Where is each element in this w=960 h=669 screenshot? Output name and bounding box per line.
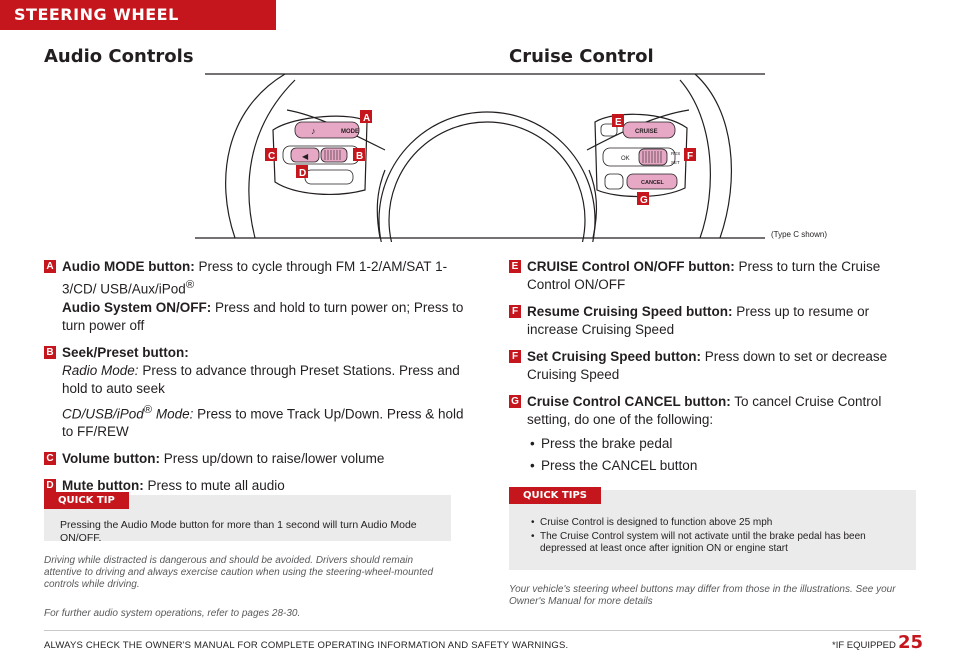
quick-tips-label: QUICK TIPS bbox=[509, 487, 601, 504]
radio-mode-text: Press to advance through Preset Stations… bbox=[62, 362, 460, 396]
audio-controls-title: Audio Controls bbox=[44, 46, 194, 67]
cruise-onoff-text: Press to turn the Cruise Control ON/OFF bbox=[527, 259, 881, 292]
cruise-item-g: G Cruise Control CANCEL button: To cance… bbox=[509, 393, 909, 475]
cruise-onoff-title: CRUISE Control ON/OFF button: bbox=[527, 259, 735, 274]
footer-divider bbox=[44, 630, 920, 631]
cd-mode-suffix: Mode: bbox=[152, 406, 194, 421]
audio-onoff-title: Audio System ON/OFF: bbox=[62, 299, 212, 315]
cd-mode-text: Press to move Track Up/Down. Press & hol… bbox=[62, 406, 464, 439]
list-item: Press the CANCEL button bbox=[527, 457, 909, 475]
if-equipped-note: *IF EQUIPPED bbox=[832, 640, 896, 651]
volume-title: Volume button: bbox=[62, 451, 160, 466]
cruise-item-f-resume: F Resume Cruising Speed button: Press up… bbox=[509, 303, 909, 339]
audio-item-a: A Audio MODE button: Press to cycle thro… bbox=[44, 258, 464, 335]
badge-g: G bbox=[509, 395, 521, 408]
seek-preset-title: Seek/Preset button: bbox=[62, 344, 189, 360]
registered-mark-2: ® bbox=[143, 403, 153, 416]
set-speed-title: Set Cruising Speed button: bbox=[527, 349, 701, 364]
quick-tip-label: QUICK TIP bbox=[44, 492, 129, 509]
cancel-title: Cruise Control CANCEL button: bbox=[527, 394, 731, 409]
ok-button-label: OK bbox=[621, 156, 630, 162]
badge-d: D bbox=[44, 479, 56, 492]
audio-mode-title: Audio MODE button: bbox=[62, 259, 195, 274]
cruise-item-f-set: F Set Cruising Speed button: Press down … bbox=[509, 348, 909, 384]
quick-tips-list: Cruise Control is designed to function a… bbox=[531, 517, 906, 557]
badge-f-set: F bbox=[509, 350, 521, 363]
quick-tip-box: QUICK TIP Pressing the Audio Mode button… bbox=[44, 492, 451, 544]
res-label: RES bbox=[671, 151, 680, 156]
page-number: 25 bbox=[898, 632, 924, 653]
callout-f: F bbox=[687, 151, 693, 162]
list-item: Press the brake pedal bbox=[527, 435, 909, 453]
audio-item-d: D Mute button: Press to mute all audio bbox=[44, 477, 464, 495]
mute-text: Press to mute all audio bbox=[147, 478, 285, 493]
cancel-text: To cancel Cruise Control setting, do one… bbox=[527, 394, 882, 427]
section-header-tab: STEERING WHEEL CONTROLS bbox=[0, 0, 276, 54]
badge-b: B bbox=[44, 345, 56, 359]
cruise-item-e: E CRUISE Control ON/OFF button: Press to… bbox=[509, 258, 909, 294]
badge-a: A bbox=[44, 260, 56, 273]
mute-title: Mute button: bbox=[62, 478, 144, 493]
callout-g: G bbox=[640, 195, 648, 206]
audio-reference-note: For further audio system operations, ref… bbox=[44, 608, 301, 619]
set-speed-text: Press down to set or decrease Cruising S… bbox=[527, 349, 888, 382]
type-shown-note: (Type C shown) bbox=[771, 230, 828, 239]
footer-warning: ALWAYS CHECK THE OWNER'S MANUAL FOR COMP… bbox=[44, 640, 569, 651]
mode-button-label: MODE bbox=[341, 129, 359, 135]
mute-speaker-icon: ◀ bbox=[302, 152, 309, 161]
callout-e: E bbox=[615, 117, 622, 128]
registered-mark: ® bbox=[185, 279, 195, 291]
audio-item-b: B Seek/Preset button: Radio Mode: Press … bbox=[44, 344, 464, 442]
quick-tip-text: Pressing the Audio Mode button for more … bbox=[60, 519, 417, 544]
callout-a: A bbox=[363, 113, 370, 124]
audio-controls-list: A Audio MODE button: Press to cycle thro… bbox=[44, 258, 464, 504]
callout-b: B bbox=[356, 151, 363, 162]
callout-c: C bbox=[268, 151, 275, 162]
badge-c: C bbox=[44, 452, 56, 465]
cruise-controls-list: E CRUISE Control ON/OFF button: Press to… bbox=[509, 258, 909, 484]
badge-e: E bbox=[509, 260, 521, 273]
cancel-button-label: CANCEL bbox=[641, 180, 665, 186]
cruise-control-title: Cruise Control bbox=[509, 46, 654, 67]
steering-wheel-illustration: MODE ♪ ◀ CRUISE OK RES SET CANCEL A B C … bbox=[195, 73, 765, 242]
resume-speed-title: Resume Cruising Speed button: bbox=[527, 304, 733, 319]
cancel-options-list: Press the brake pedal Press the CANCEL b… bbox=[527, 435, 909, 475]
volume-text: Press up/down to raise/lower volume bbox=[163, 451, 385, 466]
audio-item-c: C Volume button: Press up/down to raise/… bbox=[44, 450, 464, 468]
audio-mode-text: Press to cycle through FM 1-2/AM/SAT 1-3… bbox=[62, 259, 448, 297]
audio-onoff-text: Press and hold to turn power on; Press t… bbox=[62, 299, 464, 333]
badge-f-resume: F bbox=[509, 305, 521, 318]
quick-tips-box: QUICK TIPS Cruise Control is designed to… bbox=[509, 487, 916, 570]
cruise-button-label: CRUISE bbox=[635, 129, 658, 135]
distraction-warning-note: Driving while distracted is dangerous an… bbox=[44, 555, 434, 590]
list-item: Cruise Control is designed to function a… bbox=[531, 517, 906, 529]
radio-mode-label: Radio Mode: bbox=[62, 362, 139, 378]
list-item: The Cruise Control system will not activ… bbox=[531, 531, 906, 555]
vehicle-difference-note: Your vehicle's steering wheel buttons ma… bbox=[509, 584, 896, 607]
cd-mode-label: CD/USB/iPod bbox=[62, 406, 144, 421]
resume-speed-text: Press up to resume or increase Cruising … bbox=[527, 304, 870, 337]
set-label: SET bbox=[671, 160, 680, 165]
music-note-icon: ♪ bbox=[311, 126, 316, 136]
callout-d: D bbox=[299, 168, 306, 179]
